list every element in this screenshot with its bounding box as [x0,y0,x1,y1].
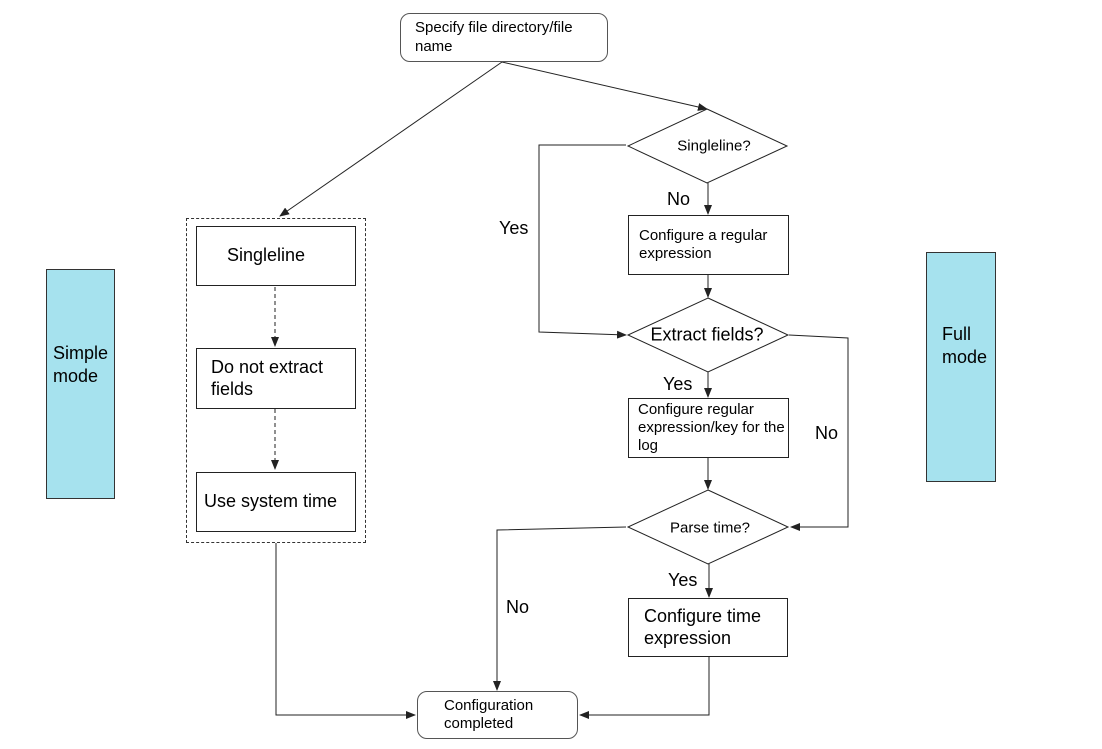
edge-singleline-yes [538,144,627,339]
full-mode-label: Full mode [942,324,988,368]
edge-start-to-simple [279,61,503,217]
singleline-decision-label: Singleline? [677,137,751,155]
extract-no-label: No [815,423,839,443]
simple-system-time-label: Use system time [204,491,338,512]
parse-time-decision [626,489,790,565]
edge-extract-no [788,334,849,531]
extract-fields-decision-label: Extract fields? [650,324,764,345]
simple-system-time-node: Use system time [196,472,356,532]
edge-start-to-singleline-q [501,61,708,111]
singleline-yes-label: Yes [499,218,529,238]
parse-no-label: No [506,597,530,617]
simple-mode-group [186,218,366,543]
configure-time-node: Configure time expression [628,598,788,657]
simple-no-extract-label: Do not extract fields [211,356,324,399]
full-mode-panel: Full mode [926,252,996,482]
end-node: Configuration completed [417,691,578,739]
start-node-label: Specify file directory/file name [415,19,573,55]
simple-mode-panel: Simple mode [46,269,115,499]
configure-regex-label: Configure a regular expression [639,226,768,262]
parse-yes-label: Yes [668,570,698,590]
configure-regex-node: Configure a regular expression [628,215,789,275]
singleline-decision [626,108,789,184]
parse-time-decision-label: Parse time? [669,519,751,537]
extract-yes-label: Yes [663,374,693,394]
start-node: Specify file directory/file name [400,13,608,62]
simple-singleline-label: Singleline [227,245,306,266]
configure-regex-key-node: Configure regular expression/key for the… [628,398,789,458]
simple-singleline-node: Singleline [196,226,356,286]
configure-regex-key-label: Configure regular expression/key for the… [638,400,785,455]
edge-simple-to-end [275,543,416,719]
edge-time-to-end [579,657,710,719]
singleline-no-label: No [667,189,691,209]
simple-no-extract-node: Do not extract fields [196,348,356,409]
configure-time-label: Configure time expression [644,605,762,648]
end-node-label: Configuration completed [444,696,534,732]
simple-mode-label: Simple mode [53,343,109,387]
edge-parse-no [493,526,627,691]
